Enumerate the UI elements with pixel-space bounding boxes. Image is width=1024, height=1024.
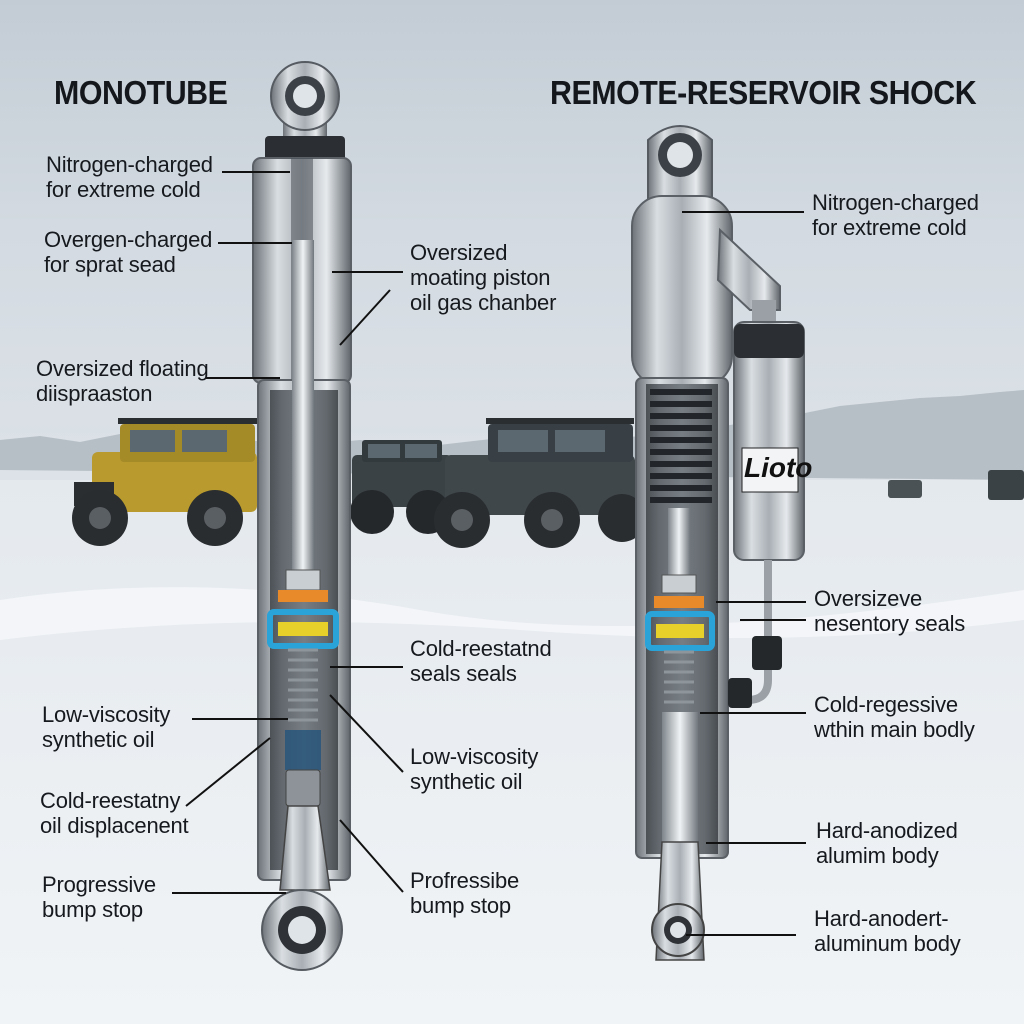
monotube-seal-stack: [267, 569, 339, 649]
monotube-title: MONOTUBE: [54, 74, 228, 111]
dark-suv-rear: [350, 440, 452, 534]
dark-suv-front: [434, 418, 646, 548]
monotube-shock: [252, 61, 352, 971]
reservoir-top-eye: [647, 125, 713, 201]
remote-reservoir-title: REMOTE-RESERVOIR SHOCK: [550, 74, 977, 111]
reservoir-bottom-eye: [651, 903, 705, 957]
monotube-piston-rod: [292, 240, 314, 580]
monotube-top-eye: [270, 61, 340, 140]
monotube-bottom-eye: [261, 889, 343, 971]
remote-reservoir-shock: [631, 125, 805, 961]
leader-lines: [172, 171, 806, 936]
reservoir-spring: [650, 389, 712, 503]
reservoir-main-head: [631, 195, 733, 387]
snow-field: [0, 480, 1024, 1024]
reservoir-brand-logo: Lioto: [744, 452, 813, 483]
distant-vehicle-2: [988, 470, 1024, 500]
monotube-bump-stop: [285, 769, 321, 807]
reservoir-label-hard-anodert: Hard-anodert-aluminum body: [814, 906, 961, 956]
reservoir-seal-stack: [645, 574, 715, 651]
yellow-suv: [72, 418, 258, 546]
monotube-spring: [288, 648, 318, 722]
distant-vehicle-1: [888, 480, 922, 498]
